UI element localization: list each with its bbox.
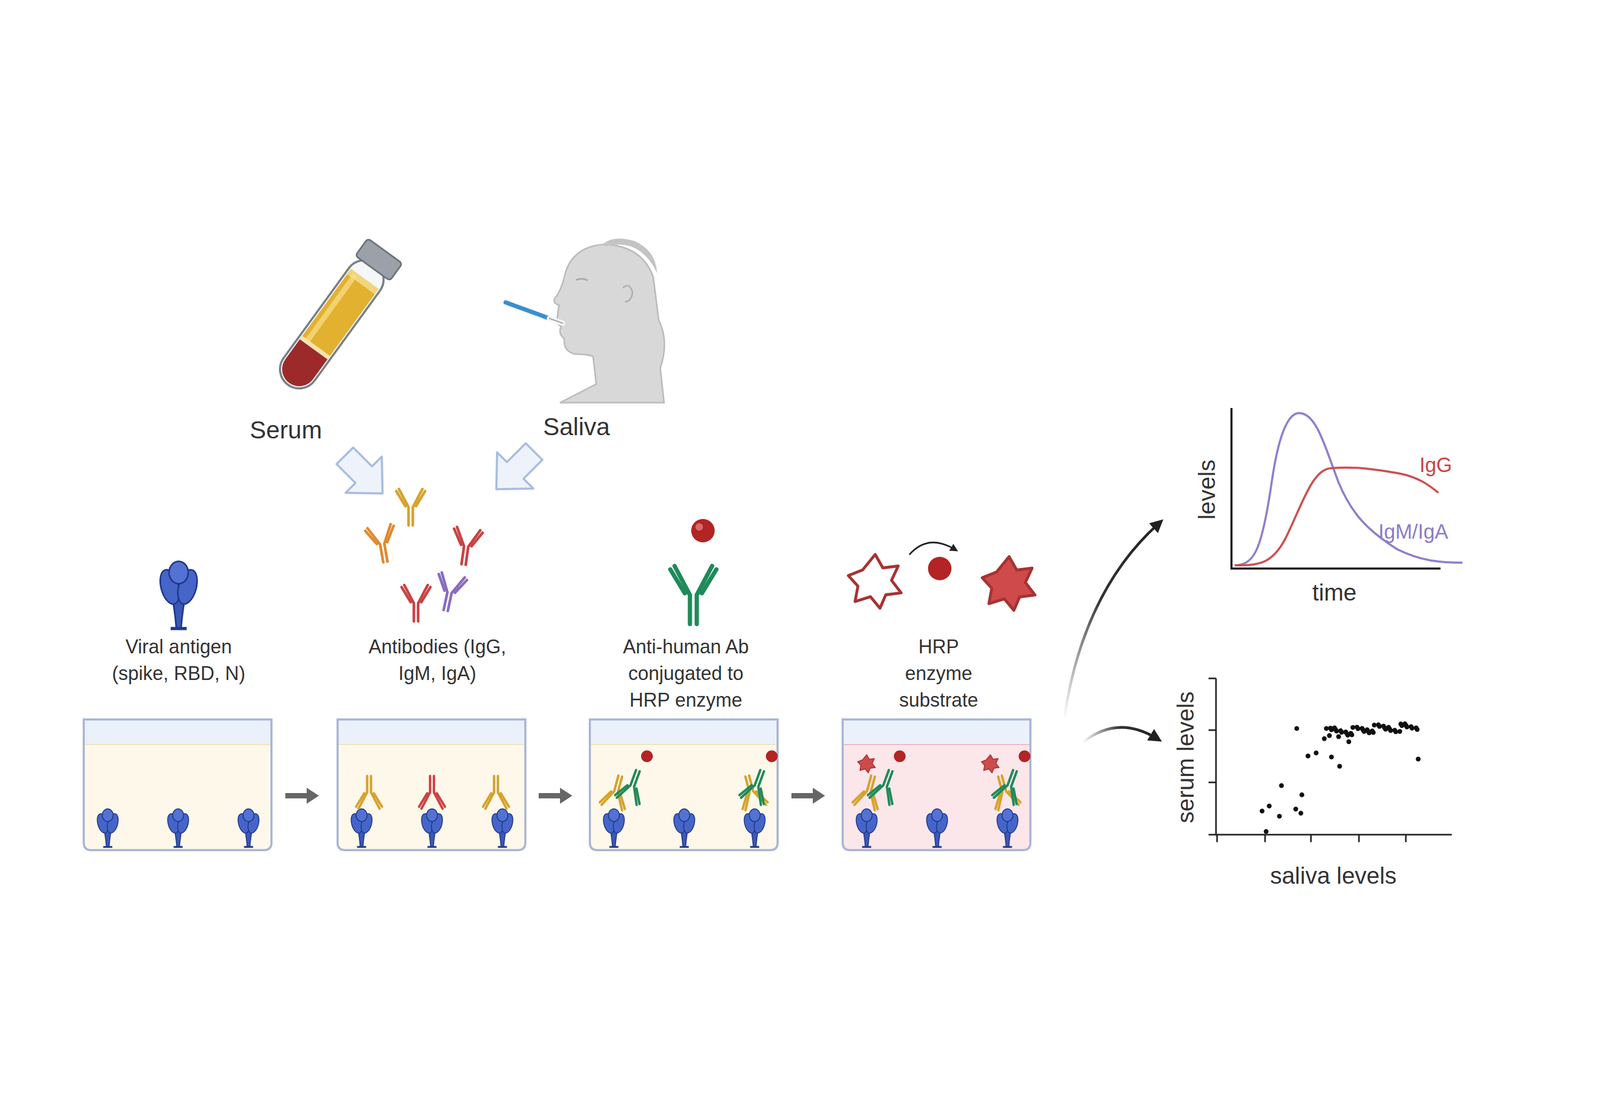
kinetics-chart xyxy=(1231,408,1463,569)
axis-label: levels xyxy=(1190,459,1223,520)
step-arrow xyxy=(285,787,826,804)
step-label: Antibodies (IgG, IgM, IgA) xyxy=(357,633,518,687)
person-head xyxy=(554,238,665,403)
scatter-chart xyxy=(1208,678,1452,843)
sample-label: Serum xyxy=(249,413,322,447)
axis-label: saliva levels xyxy=(1269,859,1397,892)
axis-label: time xyxy=(1312,576,1357,609)
hollow-arrow xyxy=(478,433,553,508)
saliva-swab xyxy=(505,302,563,324)
result-arrow xyxy=(1082,727,1157,743)
blood-tube xyxy=(270,238,403,398)
series-label: IgG xyxy=(1419,451,1452,479)
elisa-wells xyxy=(83,719,1031,851)
result-arrow xyxy=(1064,523,1159,720)
step-label: Anti-human Ab conjugated to HRP enzyme xyxy=(613,633,758,714)
step-label: HRP enzyme substrate xyxy=(893,633,984,714)
antibody-cluster xyxy=(364,489,483,622)
series-label: IgM/IgA xyxy=(1378,517,1449,546)
sample-label: Saliva xyxy=(542,410,610,444)
hollow-arrow xyxy=(326,437,402,512)
antigen-icon xyxy=(156,561,201,629)
axis-label: serum levels xyxy=(1169,691,1202,824)
substrate-icon xyxy=(848,542,1036,611)
secondary-antibody-icon xyxy=(670,518,717,624)
step-label: Viral antigen (spike, RBD, N) xyxy=(98,633,259,687)
